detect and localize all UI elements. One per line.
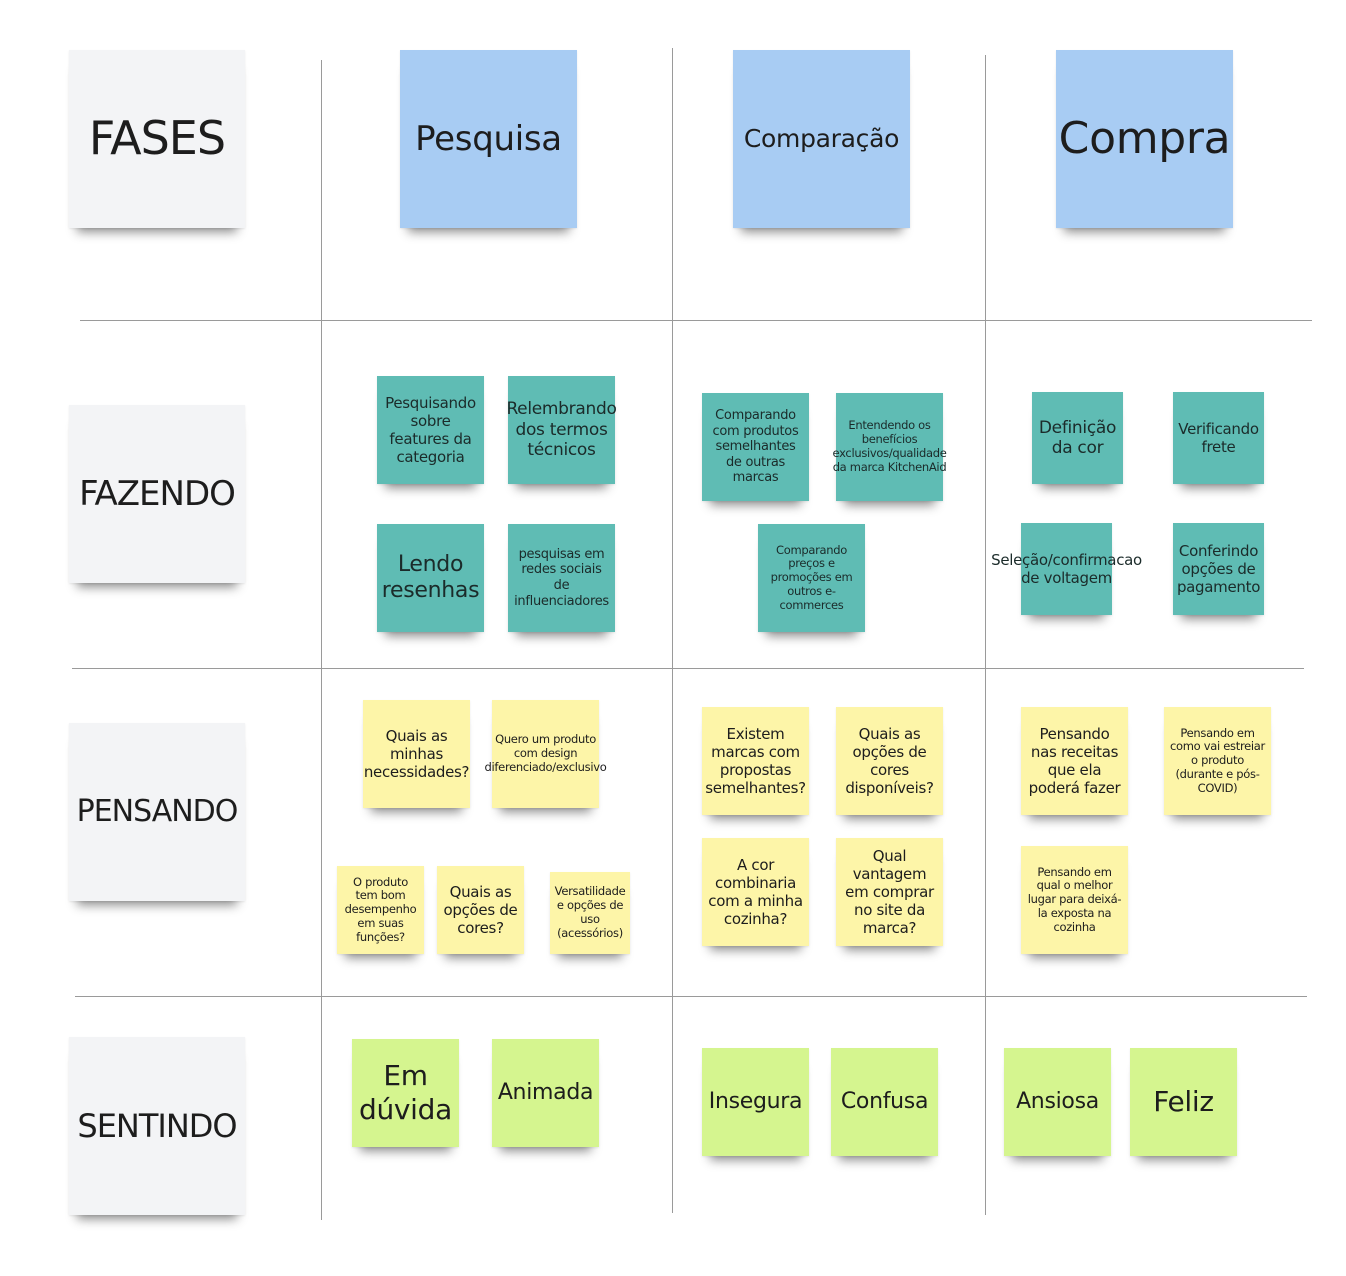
note-text: Conferindo opções de pagamento — [1176, 542, 1261, 596]
note-text: Quero um produto com design diferenciado… — [484, 732, 607, 774]
pensando-note: Versatilidade e opções de uso (acessório… — [550, 872, 630, 954]
note-text: Insegura — [708, 1088, 803, 1114]
phase-label: Comparação — [743, 124, 900, 153]
row-divider — [75, 996, 1307, 997]
fazendo-note: Comparando com produtos semelhantes de o… — [702, 393, 809, 501]
fazendo-note: Seleção/confirmacao de voltagem — [991, 523, 1142, 615]
pensando-note: Existem marcas com propostas semelhantes… — [702, 707, 809, 815]
note-text: A cor combinaria com a minha cozinha? — [708, 856, 803, 928]
note-text: Definição da cor — [1038, 417, 1117, 458]
note-text: Pensando em como vai estreiar o produto … — [1170, 725, 1265, 795]
row-label-fases: FASES — [69, 50, 245, 228]
note-text: Qual vantagem em comprar no site da marc… — [845, 847, 934, 937]
sentindo-note: Ansiosa — [1004, 1048, 1111, 1156]
pensando-note: Pensando em qual o melhor lugar para dei… — [1021, 846, 1128, 954]
sentindo-note: Insegura — [702, 1048, 809, 1156]
note-text: Versatilidade e opções de uso (acessório… — [554, 884, 626, 940]
row-divider — [72, 668, 1304, 669]
pensando-note: Pensando nas receitas que ela poderá faz… — [1021, 707, 1128, 815]
note-text: Relembrando dos termos técnicos — [506, 399, 617, 461]
phase-label: Pesquisa — [415, 118, 562, 159]
sentindo-note: Animada — [492, 1039, 599, 1147]
fazendo-note: Lendo resenhas — [377, 524, 484, 632]
note-text: O produto tem bom desempenho em suas fun… — [344, 874, 417, 944]
note-text: Pensando em qual o melhor lugar para dei… — [1027, 864, 1122, 934]
phase-compra: Compra — [1056, 50, 1233, 228]
sentindo-note: Confusa — [831, 1048, 938, 1156]
pensando-note: Quais as minhas necessidades? — [363, 700, 470, 808]
note-text: Ansiosa — [1016, 1088, 1099, 1114]
pensando-note: Quais as opções de cores? — [437, 866, 524, 954]
fazendo-note: Comparando preços e promoções em outros … — [758, 524, 865, 632]
note-text: Feliz — [1153, 1085, 1214, 1119]
note-text: Verificando frete — [1178, 420, 1259, 456]
note-text: Entendendo os benefícios exclusivos/qual… — [832, 418, 947, 474]
note-text: Comparando preços e promoções em outros … — [770, 542, 853, 612]
note-text: Quais as minhas necessidades? — [363, 727, 470, 781]
note-text: Lendo resenhas — [381, 551, 480, 603]
phase-label: Compra — [1058, 112, 1231, 164]
pensando-note: Qual vantagem em comprar no site da marc… — [836, 838, 943, 946]
note-text: Seleção/confirmacao de voltagem — [991, 551, 1142, 587]
note-text: Confusa — [840, 1088, 929, 1114]
row-label-fazendo: FAZENDO — [69, 405, 245, 583]
note-text: Em dúvida — [358, 1059, 452, 1126]
fazendo-note: Conferindo opções de pagamento — [1173, 523, 1264, 615]
column-divider — [672, 48, 673, 1213]
fazendo-note: pesquisas em redes sociais de influencia… — [508, 524, 615, 632]
sentindo-note: Em dúvida — [352, 1039, 459, 1147]
row-divider — [80, 320, 1312, 321]
row-label-sentindo: SENTINDO — [69, 1037, 245, 1215]
fazendo-note: Definição da cor — [1032, 392, 1123, 484]
pensando-note: Quero um produto com design diferenciado… — [485, 700, 607, 808]
note-text: Pesquisando sobre features da categoria — [385, 394, 476, 466]
note-text: Pensando nas receitas que ela poderá faz… — [1028, 725, 1121, 797]
note-text: Quais as opções de cores? — [443, 883, 518, 937]
row-label-pensando: PENSANDO — [69, 723, 245, 901]
note-text: Comparando com produtos semelhantes de o… — [712, 408, 799, 486]
pensando-note: Quais as opções de cores disponíveis? — [836, 707, 943, 815]
column-divider — [321, 60, 322, 1220]
pensando-note: A cor combinaria com a minha cozinha? — [702, 838, 809, 946]
row-label-text: FAZENDO — [79, 473, 236, 514]
fazendo-note: Verificando frete — [1173, 392, 1264, 484]
phase-comparacao: Comparação — [733, 50, 910, 228]
note-text: pesquisas em redes sociais de influencia… — [514, 546, 609, 609]
fazendo-note: Entendendo os benefícios exclusivos/qual… — [833, 393, 947, 501]
row-label-text: SENTINDO — [77, 1106, 237, 1145]
row-label-text: PENSANDO — [76, 794, 239, 829]
note-text: Existem marcas com propostas semelhantes… — [705, 725, 806, 797]
note-text: Animada — [497, 1079, 594, 1105]
row-label-text: FASES — [88, 111, 226, 166]
fazendo-note: Relembrando dos termos técnicos — [506, 376, 617, 484]
column-divider — [985, 55, 986, 1215]
pensando-note: Pensando em como vai estreiar o produto … — [1164, 707, 1271, 815]
phase-pesquisa: Pesquisa — [400, 50, 577, 228]
sentindo-note: Feliz — [1130, 1048, 1237, 1156]
pensando-note: O produto tem bom desempenho em suas fun… — [337, 866, 424, 954]
fazendo-note: Pesquisando sobre features da categoria — [377, 376, 484, 484]
note-text: Quais as opções de cores disponíveis? — [845, 725, 934, 797]
